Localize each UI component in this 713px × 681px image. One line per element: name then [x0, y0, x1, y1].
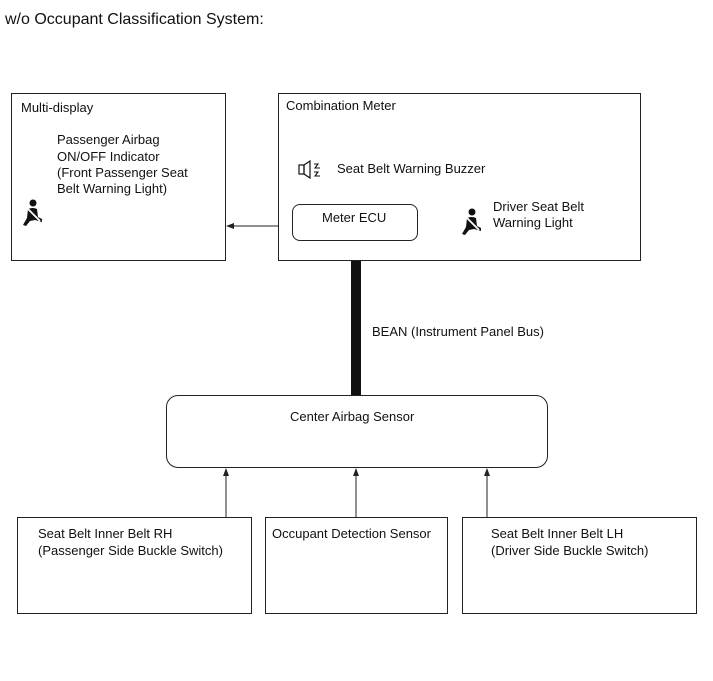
- multi-display-label: Multi-display: [21, 100, 94, 115]
- seatbelt-lh-box: Seat Belt Inner Belt LH (Driver Side Buc…: [462, 517, 697, 614]
- bean-bus-label: BEAN (Instrument Panel Bus): [372, 324, 544, 339]
- occupant-detection-sensor-box: Occupant Detection Sensor: [265, 517, 448, 614]
- driver-light-line-1: Driver Seat Belt: [493, 199, 585, 214]
- buzzer-label: Seat Belt Warning Buzzer: [337, 161, 486, 176]
- seatbelt-warning-icon: [462, 208, 481, 235]
- seatbelt-rh-line-1: Seat Belt Inner Belt RH: [38, 526, 173, 541]
- seatbelt-rh-line-2: (Passenger Side Buckle Switch): [38, 543, 223, 558]
- multi-display-box: Multi-display Passenger Airbag ON/OFF In…: [11, 93, 226, 261]
- speaker-icon: [298, 160, 320, 180]
- seatbelt-lh-line-2: (Driver Side Buckle Switch): [491, 543, 649, 558]
- seatbelt-lh-line-1: Seat Belt Inner Belt LH: [491, 526, 624, 541]
- passenger-indicator-line-3: (Front Passenger Seat: [57, 165, 188, 180]
- seatbelt-rh-box: Seat Belt Inner Belt RH (Passenger Side …: [17, 517, 252, 614]
- meter-ecu-box: Meter ECU: [292, 204, 418, 241]
- center-airbag-sensor-box: Center Airbag Sensor: [166, 395, 548, 468]
- occupant-detection-sensor-label: Occupant Detection Sensor: [272, 526, 431, 541]
- passenger-indicator-line-2: ON/OFF Indicator: [57, 149, 160, 164]
- seatbelt-warning-icon: [23, 199, 42, 226]
- driver-light-line-2: Warning Light: [493, 215, 573, 230]
- combination-meter-label: Combination Meter: [286, 98, 396, 113]
- page-title: w/o Occupant Classification System:: [5, 11, 264, 28]
- passenger-indicator-line-4: Belt Warning Light): [57, 181, 168, 196]
- passenger-indicator-line-1: Passenger Airbag: [57, 132, 160, 147]
- bean-bus: [351, 259, 361, 396]
- meter-ecu-label: Meter ECU: [322, 210, 387, 225]
- center-airbag-sensor-label: Center Airbag Sensor: [290, 409, 415, 424]
